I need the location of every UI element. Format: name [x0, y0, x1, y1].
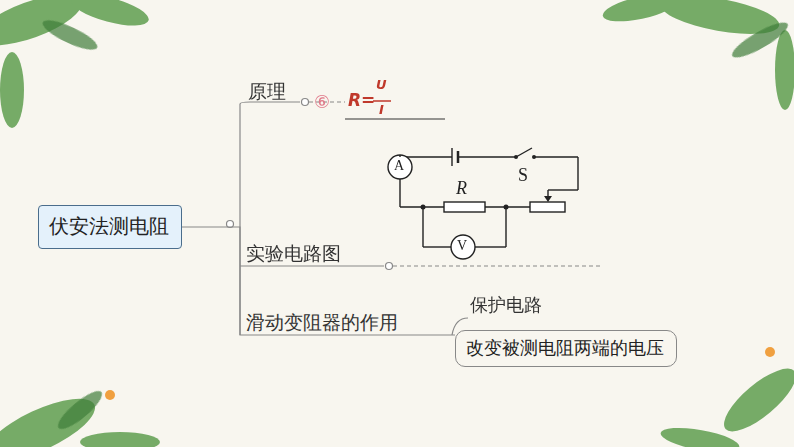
- formula-text: I: [379, 102, 384, 118]
- callout-number: ⑥: [314, 91, 330, 113]
- resistor-label: R: [456, 178, 467, 200]
- formula-text: R=: [348, 90, 375, 110]
- switch-label: S: [518, 165, 528, 187]
- meter-symbol: V: [457, 238, 467, 255]
- branch-label: 实验电路图: [246, 242, 341, 265]
- root-box: 伏安法测电阻: [38, 205, 182, 249]
- branch-label: 原理: [248, 80, 286, 103]
- node-text: 改变被测电阻两端的电压: [466, 336, 664, 360]
- formula-text: U: [376, 77, 387, 93]
- node-text: 伏安法测电阻: [49, 213, 169, 240]
- item-text: 保护电路: [470, 294, 542, 316]
- item-box: 改变被测电阻两端的电压: [455, 330, 677, 367]
- branch-label: 滑动变阻器的作用: [246, 311, 398, 334]
- branch-connector: [182, 227, 455, 335]
- meter-symbol: A: [394, 158, 404, 175]
